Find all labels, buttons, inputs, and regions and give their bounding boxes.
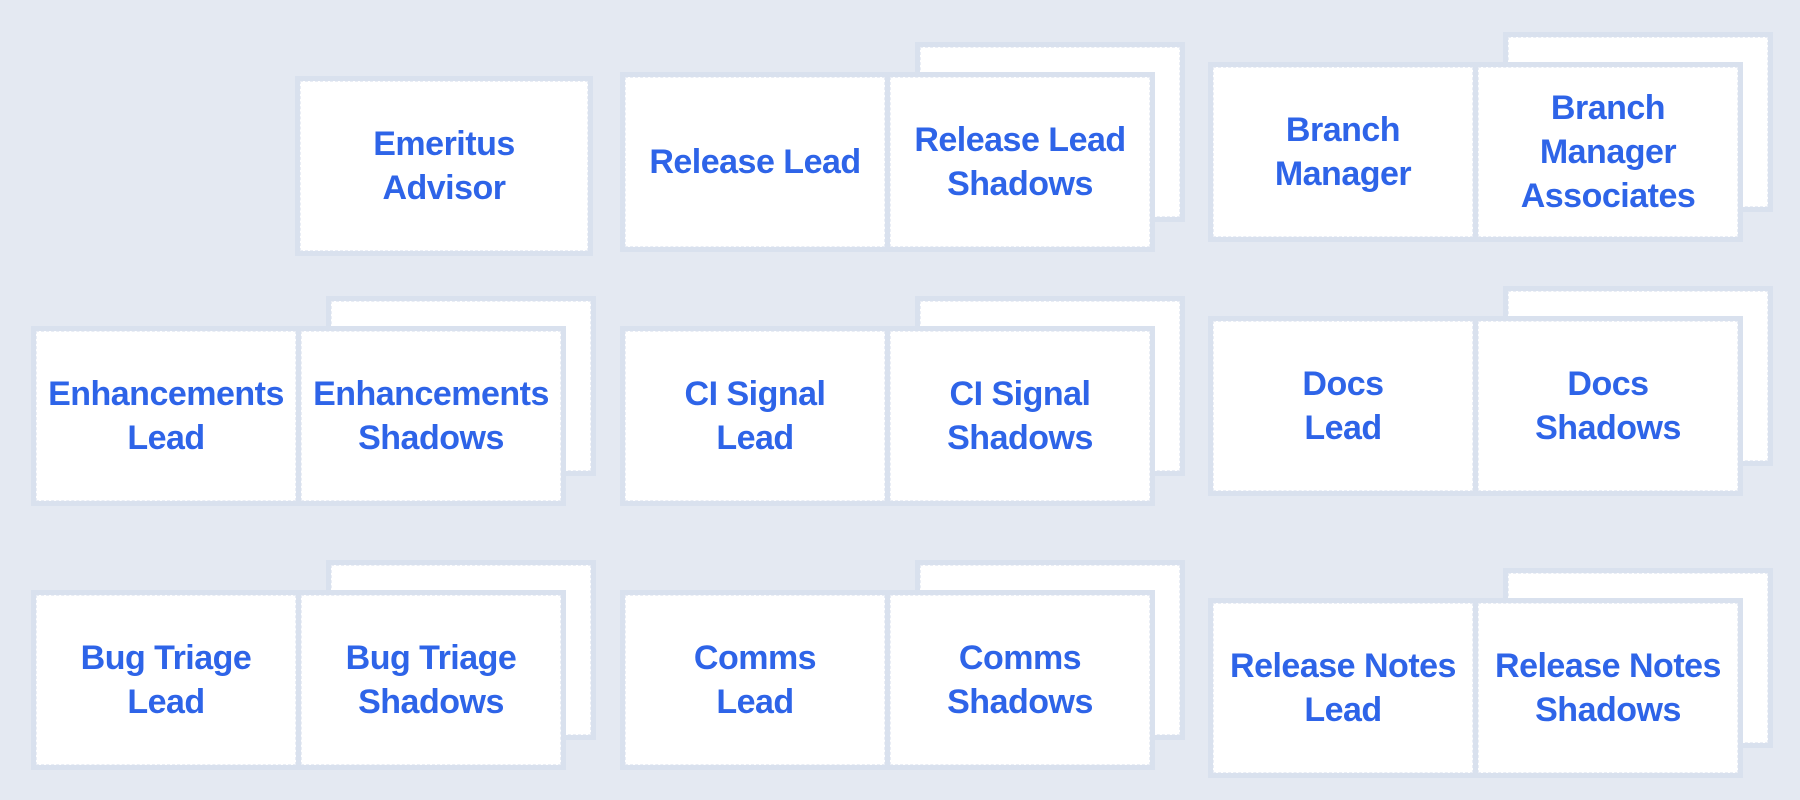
card-label-enhancements-lead: Enhancements Lead xyxy=(48,374,284,457)
card-comms-shadows: Comms Shadows xyxy=(885,590,1155,770)
card-comms-lead: Comms Lead xyxy=(620,590,890,770)
card-emeritus-advisor: Emeritus Advisor xyxy=(295,76,593,256)
card-label-bug-triage-lead: Bug Triage Lead xyxy=(80,638,252,721)
card-label-release-notes-lead: Release Notes Lead xyxy=(1230,646,1456,729)
card-release-lead-shadows: Release Lead Shadows xyxy=(885,72,1155,252)
card-label-ci-signal-lead: CI Signal Lead xyxy=(684,374,826,457)
card-release-lead: Release Lead xyxy=(620,72,890,252)
card-label-release-lead: Release Lead xyxy=(649,142,861,181)
card-bug-triage-shadows: Bug Triage Shadows xyxy=(296,590,566,770)
card-label-enhancements-shadows: Enhancements Shadows xyxy=(313,374,549,457)
card-enhancements-shadows: Enhancements Shadows xyxy=(296,326,566,506)
card-ci-signal-lead: CI Signal Lead xyxy=(620,326,890,506)
card-label-comms-lead: Comms Lead xyxy=(693,638,817,721)
card-label-branch-manager-associates: Branch Manager Associates xyxy=(1520,88,1696,216)
card-label-docs-lead: Docs Lead xyxy=(1302,364,1384,447)
card-ci-signal-shadows: CI Signal Shadows xyxy=(885,326,1155,506)
card-docs-shadows: Docs Shadows xyxy=(1473,316,1743,496)
card-label-emeritus-advisor: Emeritus Advisor xyxy=(373,124,515,207)
card-enhancements-lead: Enhancements Lead xyxy=(31,326,301,506)
card-label-ci-signal-shadows: CI Signal Shadows xyxy=(947,374,1093,457)
card-branch-manager-associates: Branch Manager Associates xyxy=(1473,62,1743,242)
card-label-comms-shadows: Comms Shadows xyxy=(947,638,1093,721)
card-branch-manager: Branch Manager xyxy=(1208,62,1478,242)
card-label-bug-triage-shadows: Bug Triage Shadows xyxy=(345,638,517,721)
card-release-notes-shadows: Release Notes Shadows xyxy=(1473,598,1743,778)
card-label-docs-shadows: Docs Shadows xyxy=(1535,364,1681,447)
card-label-branch-manager: Branch Manager xyxy=(1274,110,1412,193)
card-label-release-notes-shadows: Release Notes Shadows xyxy=(1495,646,1721,729)
card-bug-triage-lead: Bug Triage Lead xyxy=(31,590,301,770)
card-label-release-lead-shadows: Release Lead Shadows xyxy=(914,120,1126,203)
card-docs-lead: Docs Lead xyxy=(1208,316,1478,496)
card-release-notes-lead: Release Notes Lead xyxy=(1208,598,1478,778)
